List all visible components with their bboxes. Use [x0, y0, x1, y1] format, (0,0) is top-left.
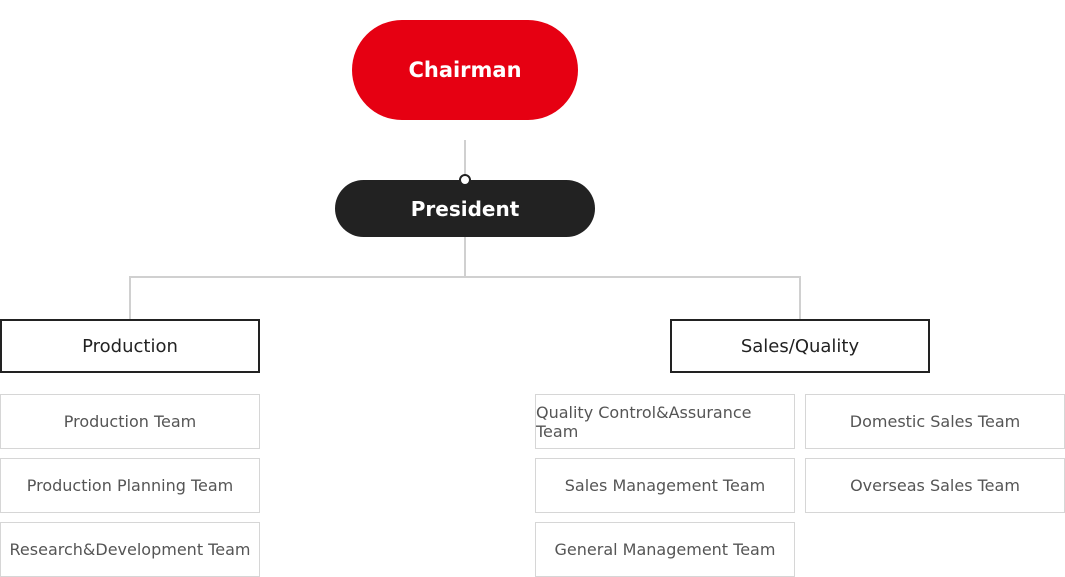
team-box: Production Planning Team — [0, 458, 260, 513]
team-label: General Management Team — [554, 540, 776, 559]
production-department-label: Production — [82, 335, 178, 357]
team-label: Production Team — [63, 412, 197, 431]
team-box: Domestic Sales Team — [805, 394, 1065, 449]
team-label: Sales Management Team — [564, 476, 766, 495]
team-box: General Management Team — [535, 522, 795, 577]
team-box: Research&Development Team — [0, 522, 260, 577]
chairman-president-connector — [464, 140, 466, 180]
team-box: Production Team — [0, 394, 260, 449]
team-label: Overseas Sales Team — [850, 476, 1020, 495]
team-label: Quality Control&Assurance Team — [536, 402, 752, 441]
branch-horizontal-connector — [129, 276, 801, 278]
team-box: Overseas Sales Team — [805, 458, 1065, 513]
sales-quality-department-label: Sales/Quality — [740, 335, 860, 357]
team-label: Domestic Sales Team — [849, 412, 1021, 431]
team-box: Quality Control&Assurance Team — [535, 394, 795, 449]
team-label: Research&Development Team — [9, 540, 251, 559]
team-label: Production Planning Team — [26, 476, 234, 495]
sales-quality-department: Sales/Quality — [670, 319, 930, 373]
president-label: President — [410, 196, 520, 221]
connector-dot — [459, 174, 471, 186]
chairman-label: Chairman — [408, 58, 522, 82]
chairman-node: Chairman — [352, 20, 578, 120]
president-node: President — [335, 180, 595, 237]
sales-quality-connector — [799, 276, 801, 319]
production-department: Production — [0, 319, 260, 373]
president-down-connector — [464, 237, 466, 278]
production-connector — [129, 276, 131, 319]
team-box: Sales Management Team — [535, 458, 795, 513]
